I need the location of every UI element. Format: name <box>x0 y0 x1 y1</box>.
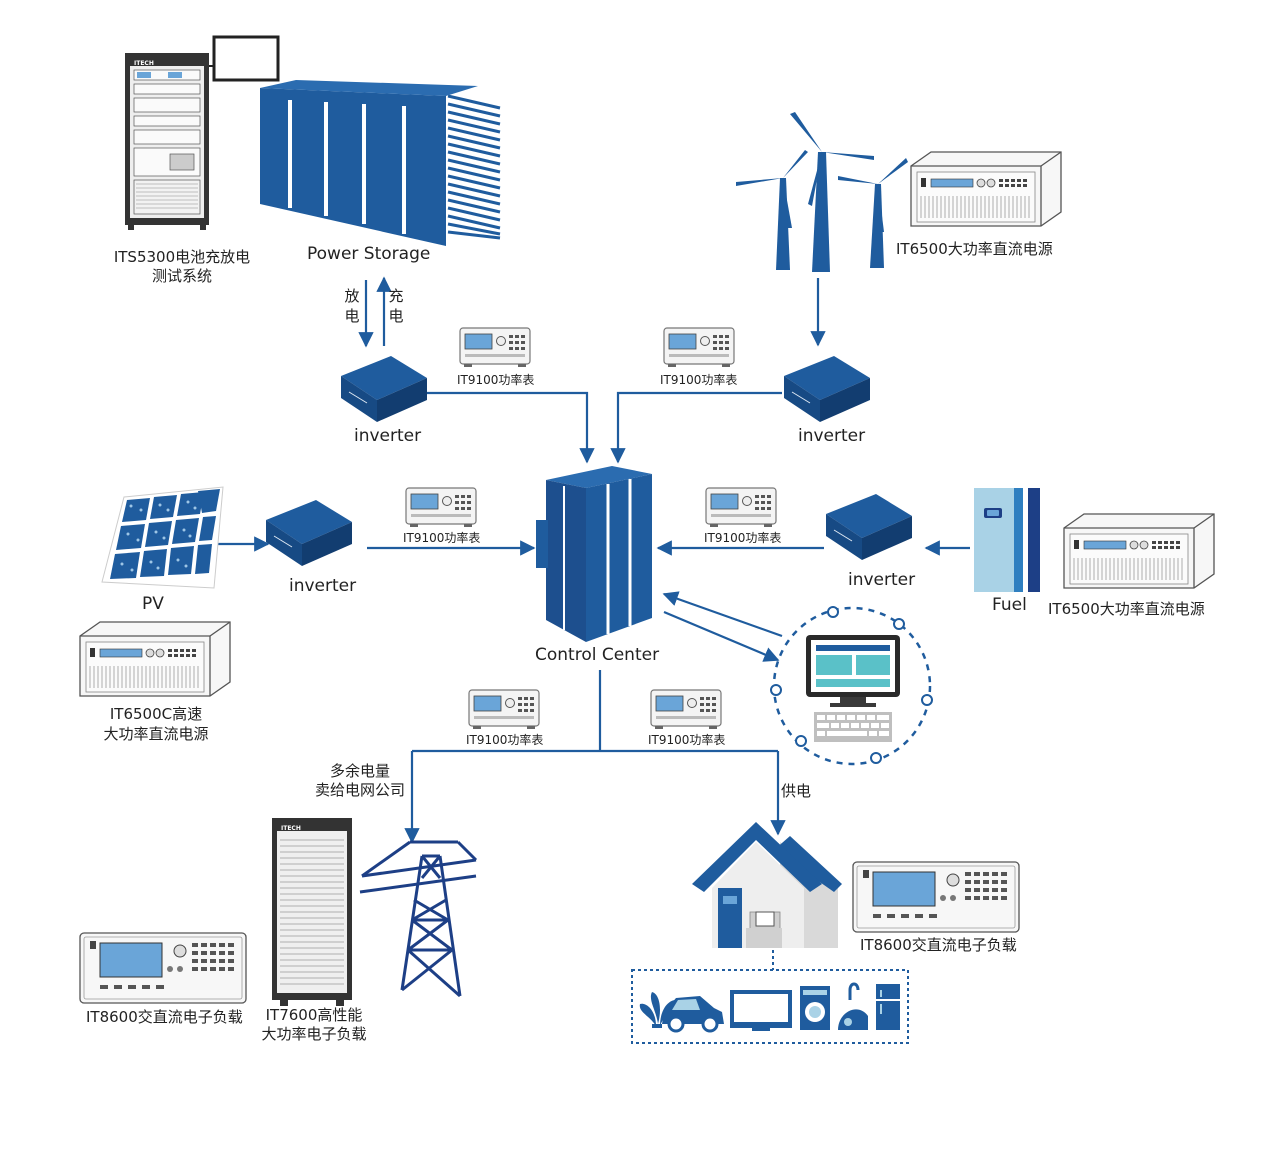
power-meter-icon <box>663 327 735 368</box>
battery-test-rack-icon: ITECH <box>125 53 209 230</box>
it8600-left-label: IT8600交直流电子负载 <box>86 1008 243 1026</box>
it7600-label-line2: 大功率电子负载 <box>261 1025 367 1043</box>
appliances-group <box>631 950 909 1044</box>
it8600-right-label: IT8600交直流电子负载 <box>860 936 1017 954</box>
power-meter-label: IT9100功率表 <box>648 733 726 747</box>
inverter-icon <box>783 355 871 423</box>
fuel-label: Fuel <box>992 595 1027 615</box>
it7600-label: IT7600高性能 大功率电子负载 <box>236 1006 392 1044</box>
control-cabinet-icon <box>536 466 652 642</box>
charge-label: 充电 <box>388 287 404 325</box>
discharge-label: 放电 <box>344 287 360 325</box>
it6500c-label-line1: IT6500C高速 <box>109 705 203 723</box>
wind-turbine-icon <box>736 112 908 272</box>
control-center-label: Control Center <box>535 645 660 665</box>
washing-machine-icon <box>800 986 830 1030</box>
power-meter-label: IT9100功率表 <box>704 531 782 545</box>
electronic-load-icon <box>79 932 247 1004</box>
power-meter-icon <box>459 327 531 368</box>
it7600-label-line1: IT7600高性能 <box>265 1006 363 1024</box>
it6500c-label-line2: 大功率直流电源 <box>103 725 209 743</box>
electronic-load-icon <box>852 861 1020 933</box>
power-meter-label: IT9100功率表 <box>457 373 535 387</box>
surplus-label-line2: 卖给电网公司 <box>314 781 405 799</box>
dc-power-supply-icon <box>79 621 231 697</box>
inverter-icon <box>825 493 913 561</box>
power-meter-label: IT9100功率表 <box>466 733 544 747</box>
it6500-right-label: IT6500大功率直流电源 <box>1048 600 1205 618</box>
supply-label: 供电 <box>781 782 812 800</box>
vacuum-icon <box>838 982 868 1030</box>
its5300-label-line1: ITS5300电池充放电 <box>113 248 251 266</box>
fridge-icon <box>876 984 900 1030</box>
computer-icon <box>770 606 933 766</box>
power-meter-icon <box>705 487 777 528</box>
it6500-top-label: IT6500大功率直流电源 <box>896 240 1053 258</box>
pv-label: PV <box>142 594 164 614</box>
electronic-load-rack-icon: ITECH <box>272 818 352 1006</box>
power-meter-icon <box>468 689 540 730</box>
car-icon <box>662 996 724 1033</box>
tv-icon <box>730 990 792 1031</box>
dc-power-supply-icon <box>910 151 1062 227</box>
surplus-label: 多余电量 卖给电网公司 <box>300 762 420 800</box>
container-storage-icon <box>260 80 501 246</box>
its5300-label: ITS5300电池充放电 测试系统 <box>92 248 272 286</box>
power-storage-label: Power Storage <box>307 244 431 264</box>
power-meter-label: IT9100功率表 <box>660 373 738 387</box>
inverter-label-top-right: inverter <box>798 426 866 446</box>
transmission-tower-icon <box>359 840 478 998</box>
inverter-label-top-left: inverter <box>354 426 422 446</box>
it6500c-label: IT6500C高速 大功率直流电源 <box>66 704 246 744</box>
surplus-label-line1: 多余电量 <box>329 762 390 780</box>
house-icon <box>692 822 842 948</box>
connection-lines <box>216 276 970 844</box>
svg-text:ITECH: ITECH <box>281 825 301 832</box>
solar-panel-icon <box>101 486 224 589</box>
its5300-label-line2: 测试系统 <box>151 267 212 285</box>
svg-text:ITECH: ITECH <box>134 60 154 67</box>
inverter-icon <box>340 355 428 423</box>
fuel-cell-icon <box>974 488 1040 592</box>
dc-power-supply-icon <box>1063 513 1215 589</box>
monitor-icon <box>209 35 280 82</box>
power-meter-label: IT9100功率表 <box>403 531 481 545</box>
power-meter-icon <box>650 689 722 730</box>
power-meter-icon <box>405 487 477 528</box>
inverter-label-left: inverter <box>289 576 357 596</box>
inverter-icon <box>265 499 353 567</box>
inverter-label-right: inverter <box>848 570 916 590</box>
